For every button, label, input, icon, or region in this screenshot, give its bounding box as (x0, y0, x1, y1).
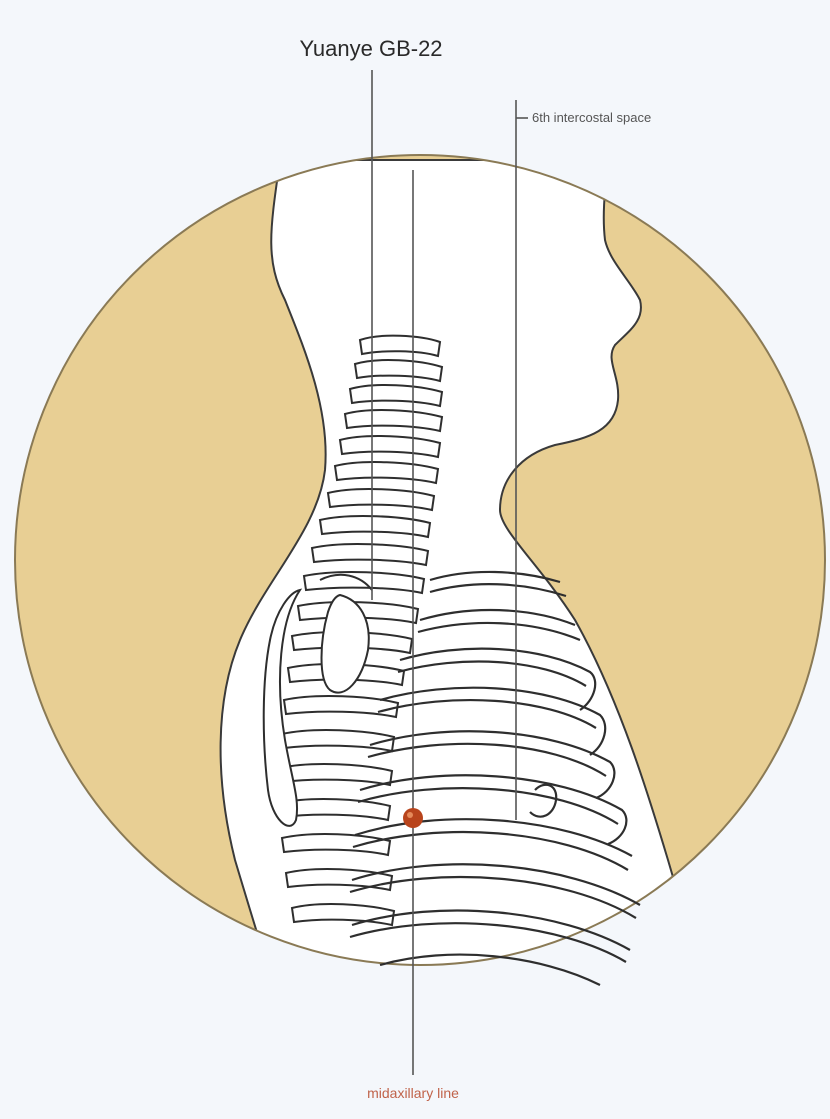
acupoint-gb22-marker (403, 808, 423, 828)
point-label: Yuanye GB-22 (299, 36, 442, 61)
midaxillary-label: midaxillary line (367, 1085, 459, 1101)
acupoint-gb22-highlight (407, 812, 413, 818)
intercostal-label: 6th intercostal space (532, 110, 651, 125)
